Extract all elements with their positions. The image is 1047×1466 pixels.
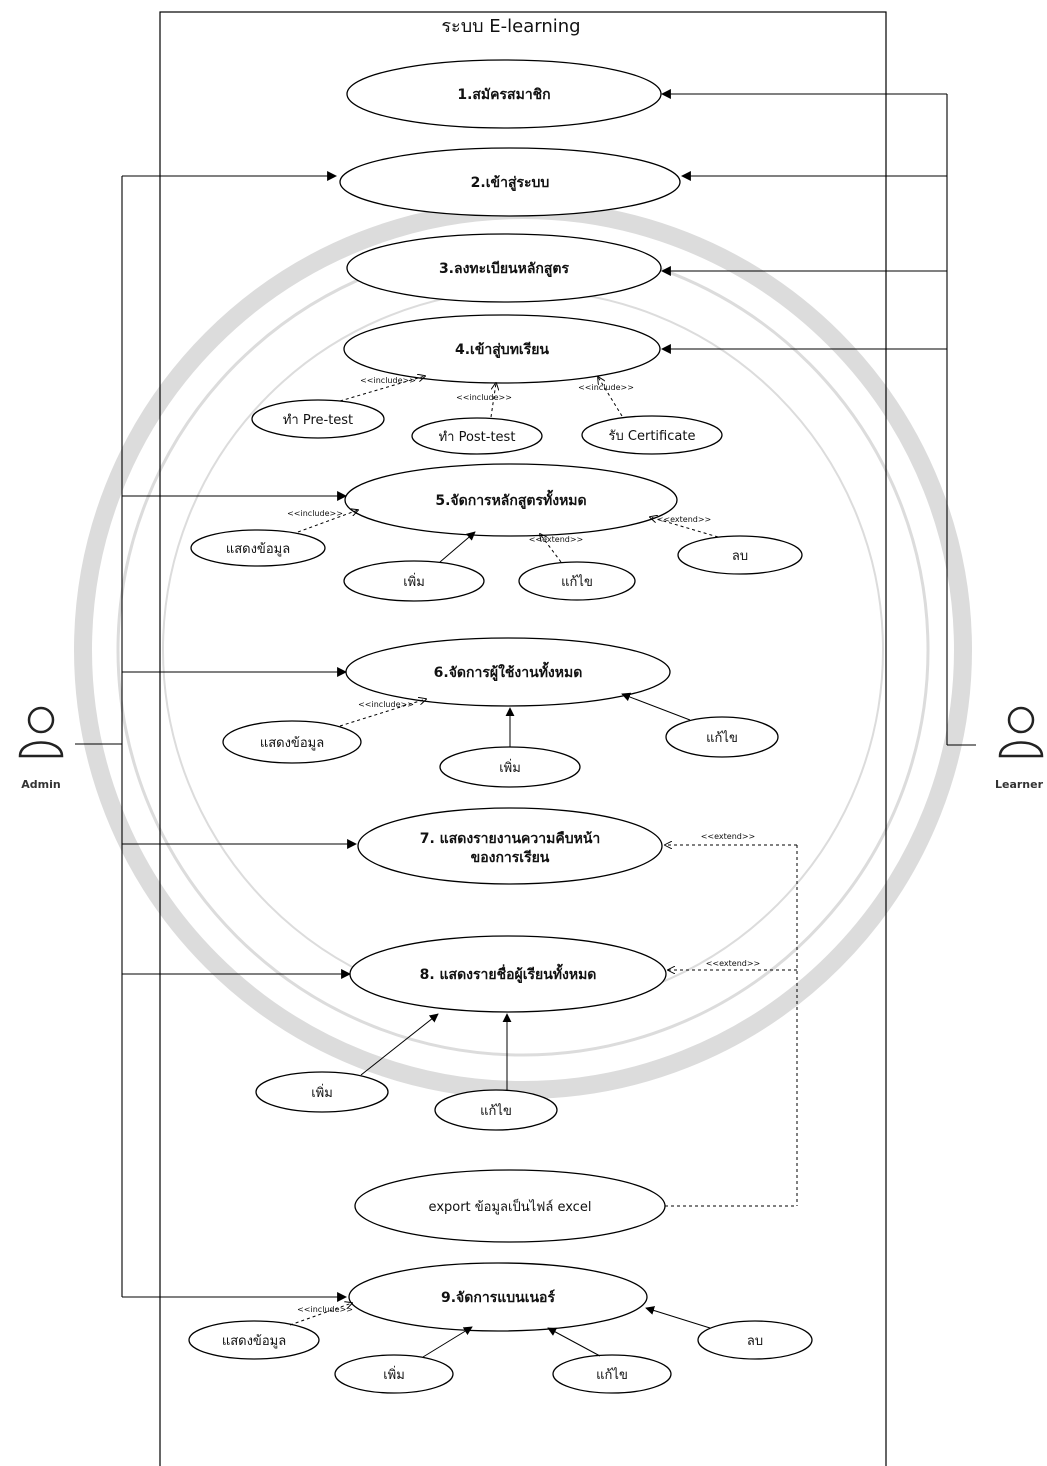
uc5-add [343, 560, 485, 602]
learner-actor-label: Learner [995, 778, 1044, 791]
use-case-manage-banners-label: 9.จัดการแบนเนอร์ [441, 1289, 555, 1306]
use-case-learner-list-label: 8. แสดงรายชื่อผู้เรียนทั้งหมด [420, 963, 597, 983]
include-label-posttest: <<include>> [456, 393, 512, 402]
use-case-progress-report-line1: 7. แสดงรายงานความคืบหน้า [420, 831, 601, 847]
use-case-progress-report [357, 807, 663, 885]
system-title: ระบบ E-learning [441, 16, 580, 37]
uc5-add-label: เพิ่ม [403, 573, 425, 590]
uc9-add [334, 1354, 454, 1394]
use-case-register [346, 59, 662, 129]
system-boundary [159, 11, 887, 1466]
uc6-edit [665, 716, 779, 758]
admin-association-lines [75, 171, 357, 1302]
uc9-delete-label: ลบ [747, 1334, 763, 1349]
uc5-show-data-label: แสดงข้อมูล [226, 542, 290, 557]
use-case-manage-courses-label: 5.จัดการหลักสูตรทั้งหมด [435, 489, 586, 509]
export-extend-lines [665, 845, 798, 1207]
uc9-edit-label: แก้ไข [596, 1367, 628, 1383]
extend-label-uc5-delete: <<extend>> [657, 515, 712, 524]
uc5-show-data [190, 529, 326, 567]
uc8-edit-label: แก้ไข [480, 1103, 512, 1119]
uc8-add [255, 1071, 389, 1113]
use-case-pretest-label: ทำ Pre-test [283, 413, 353, 428]
use-case-certificate-label: รับ Certificate [609, 429, 696, 444]
uc5-delete [677, 535, 803, 575]
use-case-manage-users [345, 637, 671, 707]
extend-label-learner-list: <<extend>> [706, 959, 761, 968]
use-case-posttest [411, 417, 543, 455]
use-case-manage-courses [344, 463, 678, 537]
uc6-show-data [222, 720, 362, 764]
admin-actor-label: Admin [21, 778, 60, 791]
uc9-delete [697, 1320, 813, 1360]
uc5-edit [518, 561, 636, 601]
include-label-uc5: <<include>> [287, 509, 343, 518]
uc5-edit-label: แก้ไข [561, 574, 593, 590]
admin-actor-icon [18, 706, 64, 758]
use-case-progress-report-line2: ของการเรียน [471, 850, 550, 866]
include-label-uc9: <<include>> [297, 1305, 353, 1314]
use-case-export-excel-label: export ข้อมูลเป็นไฟล์ excel [429, 1197, 592, 1215]
use-case-enroll-label: 3.ลงทะเบียนหลักสูตร [439, 261, 570, 277]
uc6-edit-label: แก้ไข [706, 730, 738, 746]
uc9-relation-lines [289, 1303, 711, 1358]
include-label-certificate: <<include>> [578, 383, 634, 392]
extend-label-uc5-edit: <<extend>> [529, 535, 584, 544]
uc5-delete-label: ลบ [732, 549, 748, 564]
use-case-lesson [343, 314, 661, 384]
uc4-include-lines [339, 376, 623, 418]
use-case-login-label: 2.เข้าสู่ระบบ [471, 175, 550, 191]
use-case-pretest [251, 399, 385, 439]
uc5-relation-lines [297, 510, 719, 563]
use-case-certificate [581, 415, 723, 455]
uc9-edit [552, 1354, 672, 1394]
include-label-pretest: <<include>> [360, 376, 416, 385]
use-case-register-label: 1.สมัครสมาชิก [457, 87, 550, 103]
use-case-posttest-label: ทำ Post-test [439, 430, 516, 445]
uc9-add-label: เพิ่ม [383, 1366, 405, 1383]
uc8-add-label: เพิ่ม [311, 1084, 333, 1101]
extend-label-progress: <<extend>> [701, 832, 756, 841]
include-label-uc6: <<include>> [358, 700, 414, 709]
use-case-login [339, 147, 681, 217]
use-case-lesson-label: 4.เข้าสู่บทเรียน [455, 342, 549, 358]
use-case-manage-users-label: 6.จัดการผู้ใช้งานทั้งหมด [434, 661, 583, 681]
use-case-manage-banners [348, 1262, 648, 1332]
learner-actor-icon [998, 706, 1044, 758]
learner-association-lines [661, 89, 976, 746]
uc8-relation-lines [360, 1013, 512, 1090]
use-case-learner-list [349, 935, 667, 1013]
use-case-enroll [346, 233, 662, 303]
uc9-show-data-label: แสดงข้อมูล [222, 1334, 286, 1349]
uc6-add-label: เพิ่ม [499, 759, 521, 776]
uc8-edit [434, 1089, 558, 1131]
uc9-show-data [188, 1320, 320, 1360]
uc6-relation-lines [339, 692, 691, 747]
uc6-show-data-label: แสดงข้อมูล [260, 736, 324, 751]
